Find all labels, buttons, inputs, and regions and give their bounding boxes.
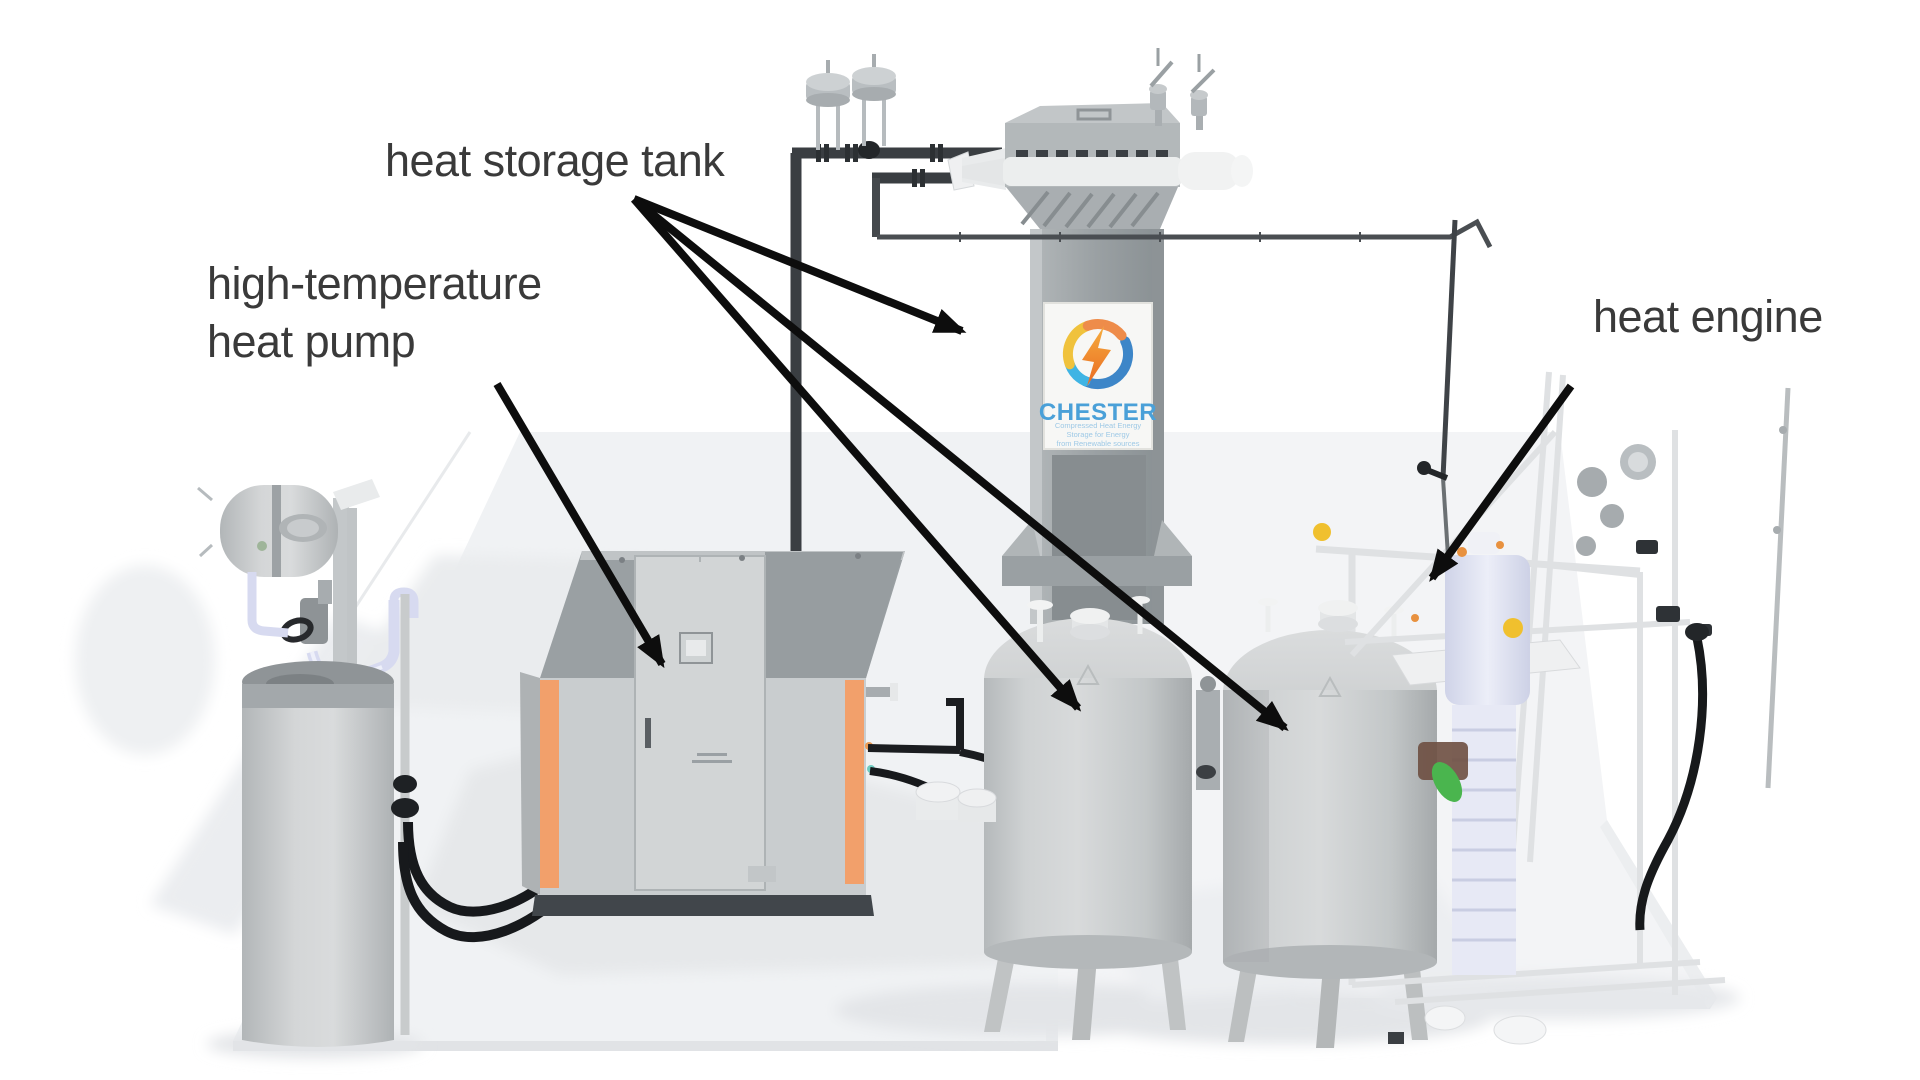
heat-engine-skid bbox=[1344, 371, 1726, 1045]
lightning-bolt-icon bbox=[1082, 326, 1111, 386]
door-sign bbox=[679, 632, 713, 664]
cabinet-door bbox=[634, 555, 776, 891]
svg-text:from Renewable sources: from Renewable sources bbox=[1057, 439, 1140, 448]
relief-valve bbox=[1149, 48, 1174, 126]
cabinet-base bbox=[532, 895, 874, 916]
label-heat-storage-tank: heat storage tank bbox=[385, 135, 725, 186]
arrow-heat-storage-tower bbox=[632, 195, 967, 335]
louvers bbox=[1020, 190, 1160, 229]
control-valve-actuator bbox=[806, 60, 850, 150]
vent-slots bbox=[1016, 150, 1168, 157]
door-handle bbox=[645, 718, 651, 748]
annotation-arrows bbox=[493, 195, 1575, 732]
svg-text:Storage for Energy: Storage for Energy bbox=[1067, 430, 1130, 439]
valve-tee-handle bbox=[1425, 467, 1449, 481]
brown-valve-body bbox=[1418, 742, 1468, 780]
engine-machinery bbox=[1418, 532, 1530, 975]
pump-valve-cluster bbox=[280, 580, 332, 644]
chester-tagline: Compressed Heat Energy Storage for Energ… bbox=[1055, 421, 1142, 448]
expansion-vessel bbox=[197, 485, 338, 577]
storage-tank-1 bbox=[984, 596, 1192, 1040]
flex-hose bbox=[1635, 637, 1708, 931]
accent-strip-left bbox=[540, 680, 559, 888]
chester-logo-placard: CHESTER Compressed Heat Energy Storage f… bbox=[1039, 302, 1157, 450]
arrow-heat-storage-tank-1 bbox=[630, 196, 1082, 712]
support-post bbox=[333, 498, 349, 694]
green-valve bbox=[1431, 762, 1463, 802]
accent-strip-right bbox=[845, 680, 864, 884]
transfer-pipe bbox=[877, 218, 1493, 557]
black-valve bbox=[858, 141, 880, 159]
label-heat-engine: heat engine bbox=[1593, 291, 1823, 342]
circulation-unit bbox=[197, 479, 562, 1047]
yellow-knob bbox=[1313, 523, 1331, 541]
tank-leg bbox=[1072, 946, 1098, 1040]
control-valve-actuator bbox=[852, 54, 896, 146]
lifting-handle bbox=[1076, 108, 1112, 121]
chester-wordmark: CHESTER bbox=[1039, 399, 1157, 426]
relief-valve bbox=[1190, 54, 1216, 130]
arrow-heat-pump bbox=[493, 381, 666, 669]
heat-storage-tower: CHESTER Compressed Heat Energy Storage f… bbox=[962, 48, 1253, 624]
gauge-cluster bbox=[1576, 444, 1712, 636]
flex-hose bbox=[398, 841, 562, 943]
riser-and-hoses bbox=[391, 594, 562, 1035]
dome-mark bbox=[1318, 675, 1342, 697]
front-pots bbox=[915, 781, 997, 822]
svg-text:Compressed Heat Energy: Compressed Heat Energy bbox=[1055, 421, 1142, 430]
buffer-cylinder bbox=[242, 661, 394, 1047]
inter-tank-valves bbox=[1196, 676, 1220, 790]
chester-logo-ring bbox=[1063, 319, 1134, 390]
dome-mark bbox=[1076, 663, 1100, 685]
arrow-heat-storage-tank-2 bbox=[631, 195, 1289, 732]
yellow-knob bbox=[1503, 618, 1523, 638]
label-heat-pump: high-temperature heat pump bbox=[207, 258, 554, 367]
tank-leg bbox=[1316, 956, 1342, 1048]
arrow-heat-engine bbox=[1428, 383, 1575, 582]
flex-hose bbox=[403, 821, 552, 917]
background-pole bbox=[1765, 387, 1791, 789]
